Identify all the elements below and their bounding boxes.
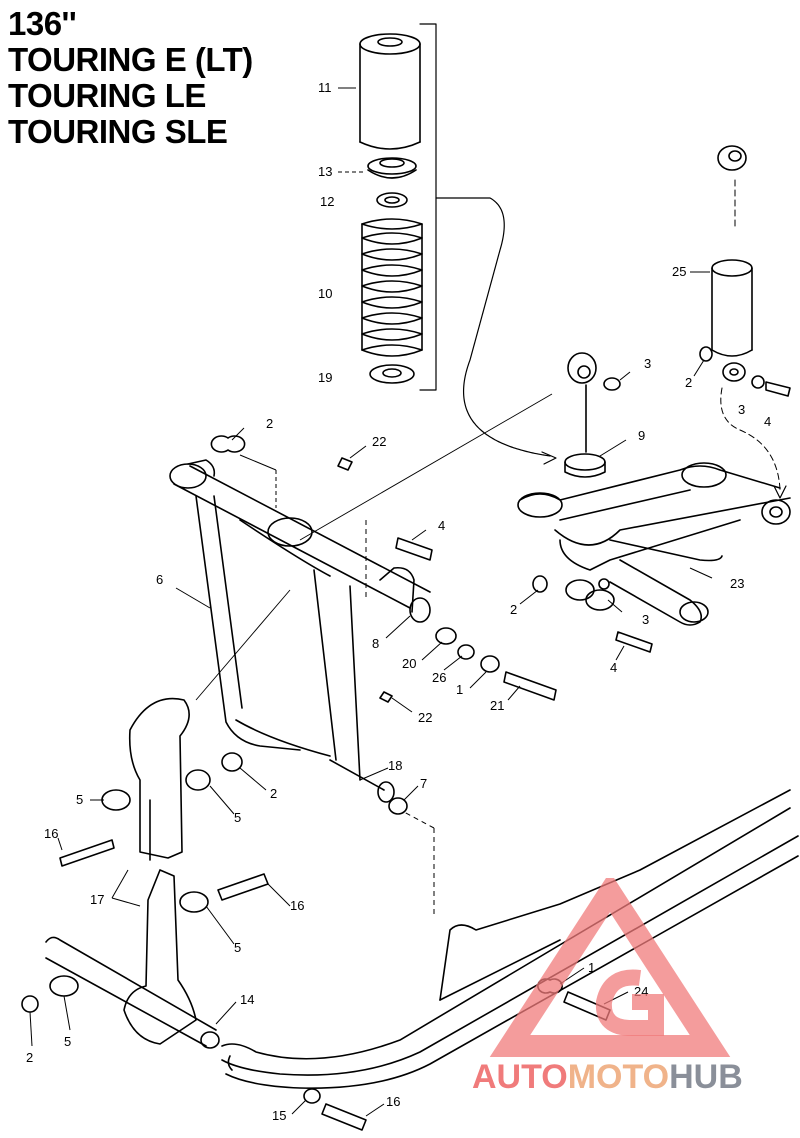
callout-10: 10 (318, 286, 332, 301)
title-line-model-1: TOURING E (LT) (8, 41, 253, 78)
callout-5-lower: 5 (234, 940, 241, 955)
callout-25: 25 (672, 264, 686, 279)
callout-18: 18 (388, 758, 402, 773)
callout-7: 7 (420, 776, 427, 791)
automotohub-watermark: AUTOMOTOHUB (460, 871, 800, 1098)
watermark-part-moto: MOTO (567, 1058, 670, 1096)
title-line-model-2: TOURING LE (8, 77, 206, 114)
callout-3-right: 3 (738, 402, 745, 417)
rear-arm-part (517, 462, 791, 626)
callout-3-rod: 3 (644, 356, 651, 371)
model-title-block: 136'' TOURING E (LT) TOURING LE TOURING … (8, 6, 253, 150)
callout-26: 26 (432, 670, 446, 685)
callout-2-top: 2 (266, 416, 273, 431)
callout-4-center: 4 (438, 518, 445, 533)
coil-spring-part (361, 218, 423, 357)
callout-23: 23 (730, 576, 744, 591)
callout-12: 12 (320, 194, 334, 209)
callout-22-top: 22 (372, 434, 386, 449)
callout-20: 20 (402, 656, 416, 671)
callout-14: 14 (240, 992, 254, 1007)
callout-16-mid: 16 (290, 898, 304, 913)
callout-13: 13 (318, 164, 332, 179)
callout-9: 9 (638, 428, 645, 443)
damper-body-part (711, 259, 753, 382)
callout-5-mid: 5 (234, 810, 241, 825)
callout-1-center: 1 (456, 682, 463, 697)
front-bracket-part (123, 697, 197, 1045)
callout-5-bottom: 5 (64, 1034, 71, 1049)
front-arm-part (169, 459, 431, 803)
warning-triangle-logo-icon (489, 871, 731, 1057)
title-line-model-3: TOURING SLE (8, 113, 228, 150)
retainer-ring-part (376, 192, 408, 208)
rod-eye-part (564, 352, 621, 478)
callout-3-arm: 3 (642, 612, 649, 627)
callout-19: 19 (318, 370, 332, 385)
callout-15: 15 (272, 1108, 286, 1123)
watermark-part-hub: HUB (669, 1058, 743, 1096)
callout-6: 6 (156, 572, 163, 587)
callout-11: 11 (318, 80, 332, 95)
callout-17: 17 (90, 892, 104, 907)
slide-rail-part (221, 789, 799, 1089)
title-line-size: 136'' (8, 5, 77, 42)
callout-4-right: 4 (764, 414, 771, 429)
callout-16-bottom: 16 (386, 1094, 400, 1109)
callout-1-rail: 1 (588, 960, 595, 975)
callout-2-bottom: 2 (26, 1050, 33, 1065)
spring-seat-part (367, 157, 417, 179)
callout-2-arm: 2 (510, 602, 517, 617)
callout-21: 21 (490, 698, 504, 713)
small-cap-part (717, 145, 747, 171)
callout-16-left: 16 (44, 826, 58, 841)
watermark-text: AUTOMOTOHUB (472, 1058, 743, 1097)
bottom-seat-part (369, 364, 415, 384)
callout-5-left: 5 (76, 792, 83, 807)
watermark-part-auto: AUTO (472, 1058, 568, 1096)
callout-2-right: 2 (685, 375, 692, 390)
callout-2-mid: 2 (270, 786, 277, 801)
callout-22-lower: 22 (418, 710, 432, 725)
callout-4-arm: 4 (610, 660, 617, 675)
callout-8: 8 (372, 636, 379, 651)
shock-cover-part (359, 33, 421, 150)
